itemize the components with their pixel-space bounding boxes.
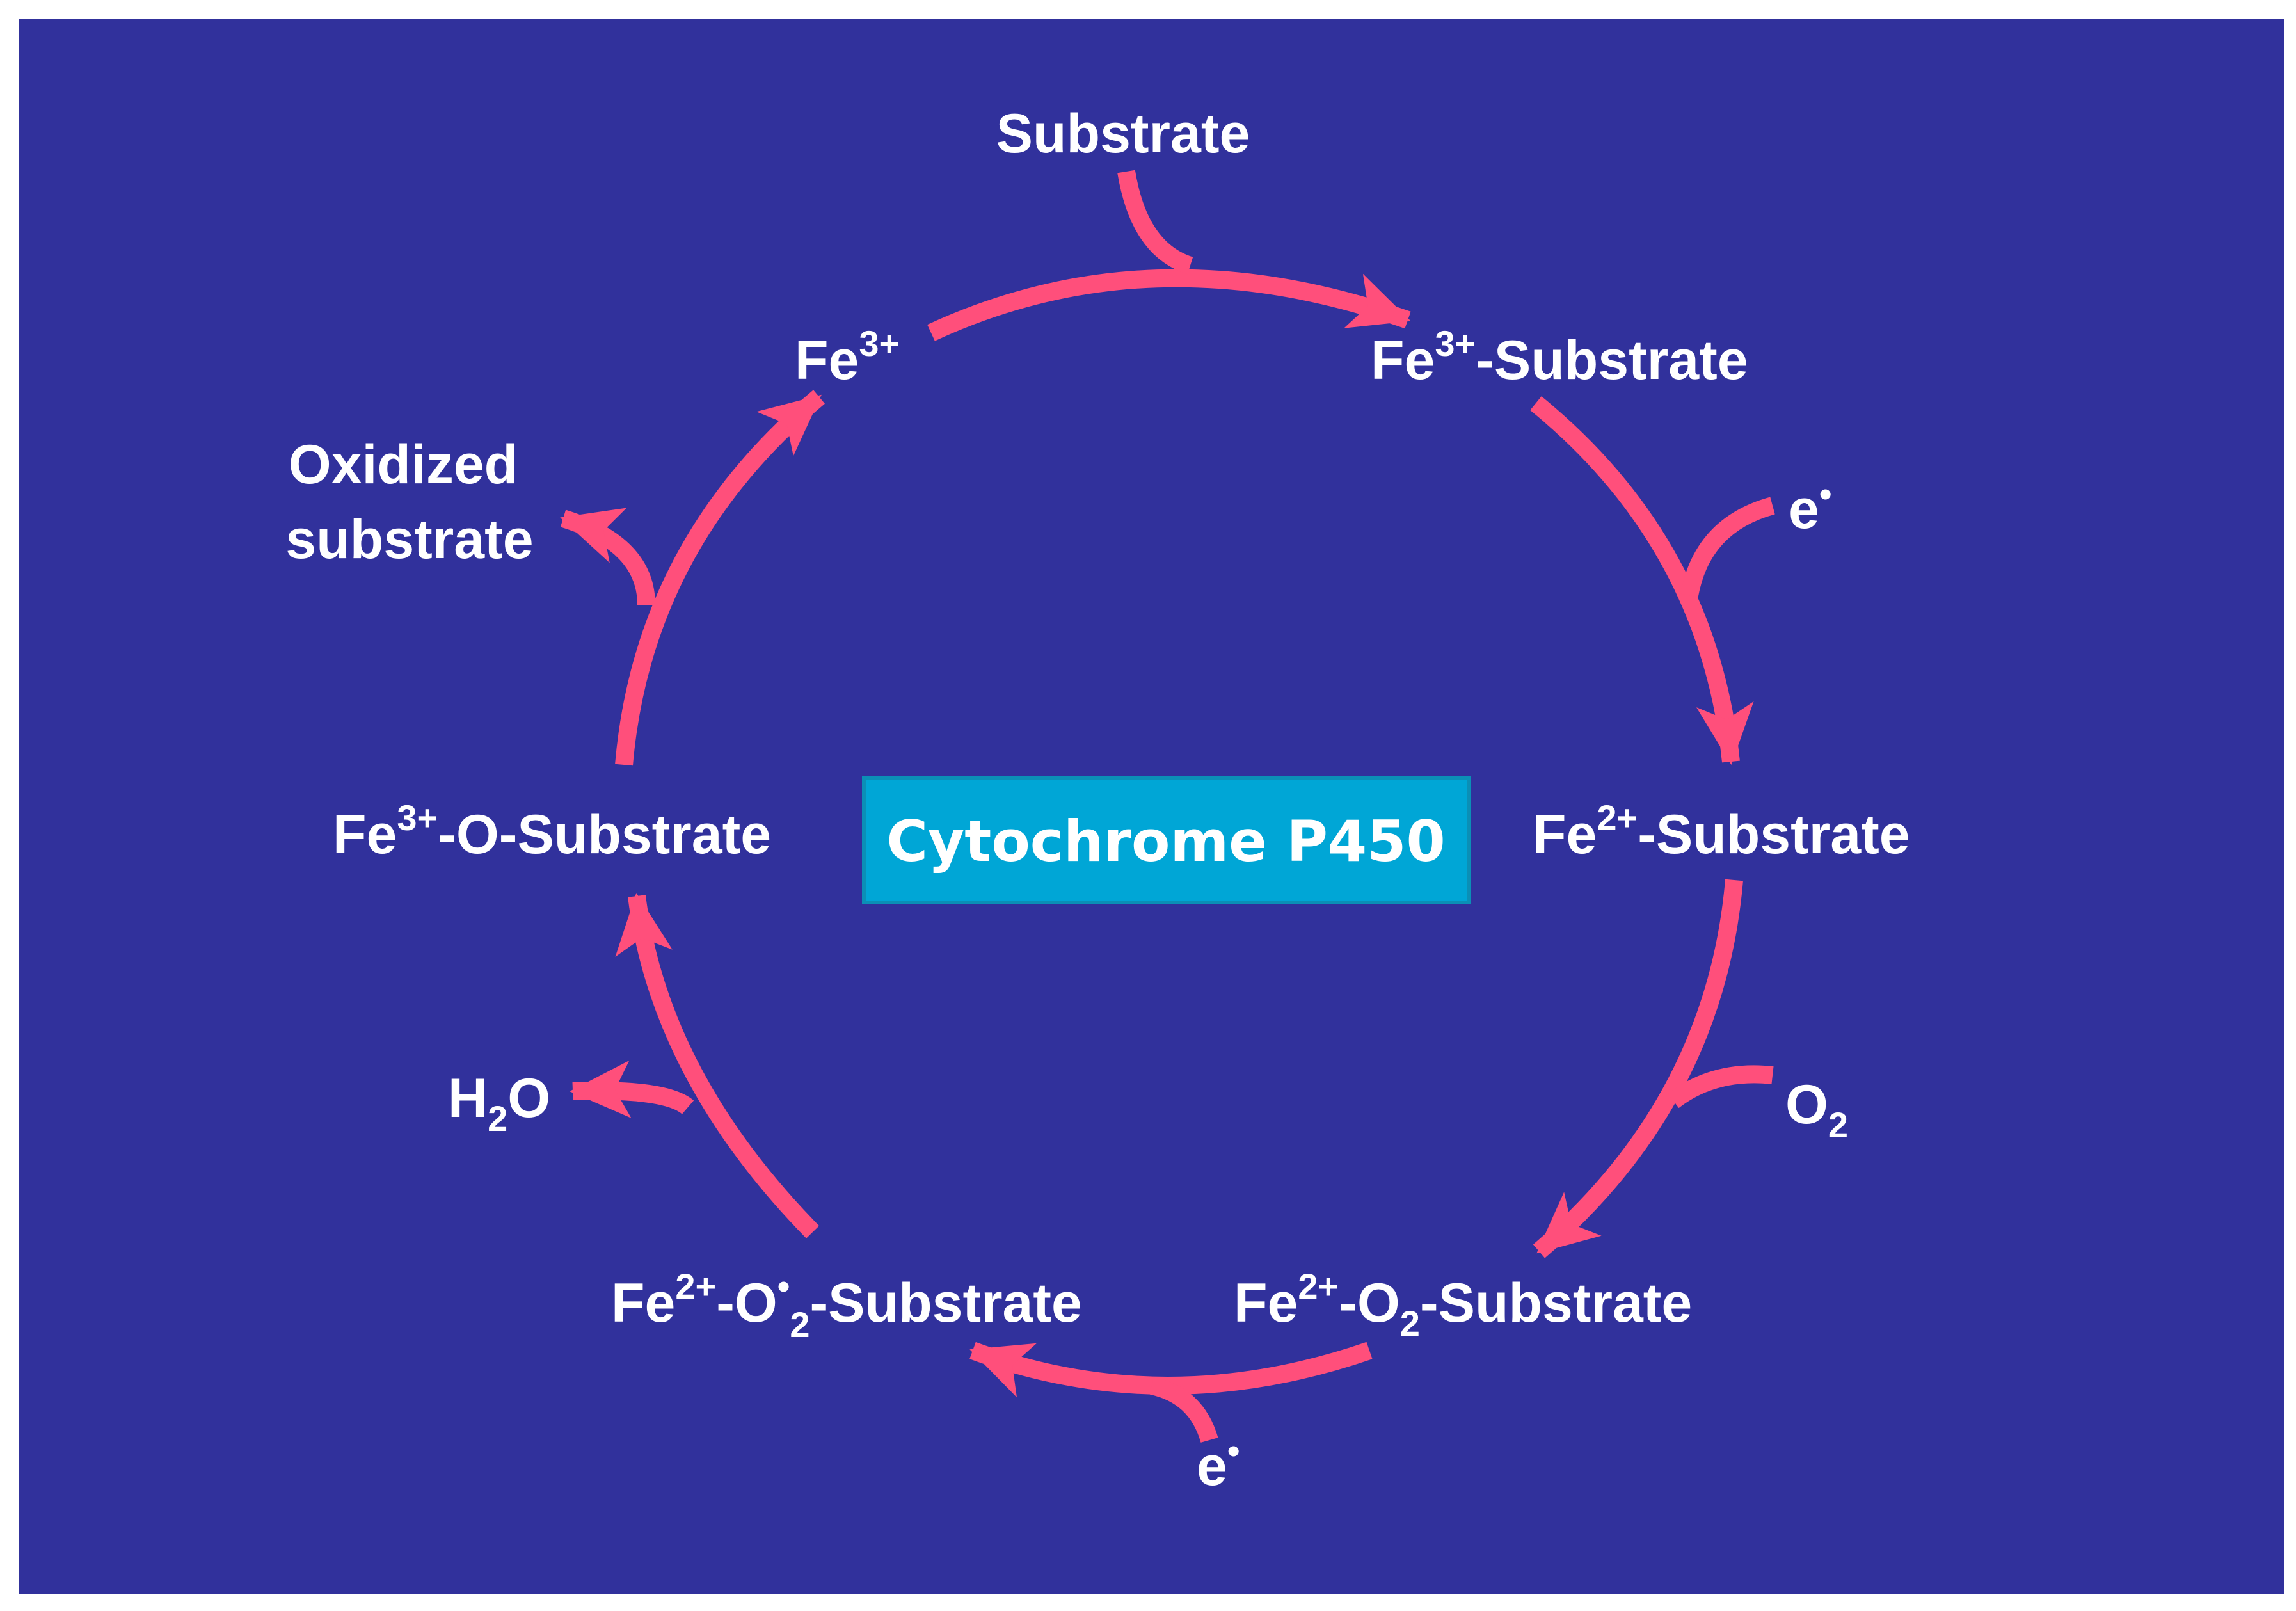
arrow-fe2-o2rad-to-fe3-o-substrate <box>615 893 820 1238</box>
label-fe2-substrate: Fe2+-Substrate <box>1533 797 1910 865</box>
center-label: Cytochrome P450 <box>886 808 1445 874</box>
arrow-fe3-substrate-to-fe2-substrate <box>1530 396 1754 765</box>
arrow-fe3-o-substrate-to-fe3 <box>615 390 825 766</box>
label-electron-top: e• <box>1789 474 1831 540</box>
label-oxygen: O2 <box>1785 1074 1848 1145</box>
label-water: H2O <box>448 1068 550 1139</box>
label-electron-bottom: e• <box>1197 1431 1240 1497</box>
arrow-electron-top-in <box>1680 497 1775 597</box>
label-substrate: Substrate <box>996 103 1250 164</box>
arrow-water-out <box>570 1060 694 1118</box>
label-oxidized-substrate-line2: substrate <box>285 509 533 570</box>
label-fe3: Fe3+ <box>795 323 900 391</box>
arrow-substrate-in <box>1117 170 1193 275</box>
label-fe3-o-substrate: Fe3+-O-Substrate <box>333 797 771 865</box>
arrow-fe2-substrate-to-fe2-o2-substrate <box>1533 879 1743 1258</box>
arrow-fe3-to-fe3-substrate <box>927 269 1411 341</box>
label-fe3-substrate: Fe3+-Substrate <box>1371 323 1748 391</box>
center-box <box>862 776 1471 904</box>
label-fe2-o2-substrate: Fe2+-O2-Substrate <box>1234 1266 1692 1343</box>
label-oxidized-substrate: Oxidized <box>289 434 518 495</box>
arrow-oxygen-in <box>1668 1065 1774 1109</box>
arrow-oxidized-substrate-out <box>560 508 655 605</box>
arrow-electron-bottom-in <box>1149 1377 1218 1443</box>
label-fe2-o2rad-substrate: Fe2+-O•2-Substrate <box>611 1266 1082 1345</box>
